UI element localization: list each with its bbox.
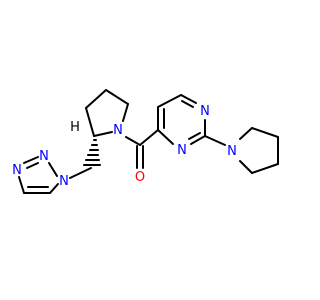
molecule-structure-diagram: N O N N N N N N H	[12, 89, 279, 194]
bond-pyrimidine-n3-c4	[157, 129, 174, 145]
bond-rpyrr-n-c2	[239, 127, 253, 140]
atom-label-n-pyrimidine-3: N	[177, 143, 187, 158]
atom-label-n-pyrrolidine-sub: N	[227, 144, 237, 159]
bond-triazole-n2-n3	[23, 156, 39, 164]
stereo-hashed-bond	[83, 139, 101, 166]
bond-triazole-n3-c4	[18, 176, 25, 194]
bond-c3-c2	[85, 107, 95, 137]
bond-pyrimidine-c2-n3	[190, 135, 206, 145]
bond-pyrimidine-c6-n1-inner	[181, 100, 194, 108]
bond-triazole-c5-n1	[49, 183, 59, 194]
bond-c2-amide-n	[93, 131, 113, 137]
atom-label-n-triazole-1: N	[59, 174, 69, 189]
bond-rpyrr-c2-c3	[251, 127, 279, 138]
atom-label-h-stereo: H	[70, 120, 80, 135]
bond-pyrimidine-c5-c6	[157, 94, 182, 108]
bond-pyrimidine-c2-n3-inner	[188, 132, 201, 140]
atom-label-n-pyrimidine-1: N	[200, 104, 210, 119]
bond-triazole-n2-n3-inner	[26, 162, 39, 169]
bond-amide-n-c5	[122, 103, 129, 122]
atom-label-n-triazole-3: N	[12, 163, 22, 178]
atom-label-n-triazole-2: N	[39, 149, 49, 164]
bonds	[18, 89, 279, 194]
atom-label-o-carbonyl: O	[135, 170, 145, 185]
bond-rpyrr-c4-c5	[251, 163, 279, 174]
bond-rpyrr-c5-n	[239, 160, 253, 174]
atom-labels: N O N N N N N N H	[12, 104, 237, 189]
bond-carbonyl-n-amide	[125, 136, 141, 146]
bond-ch2-triazole	[69, 167, 92, 179]
bond-c4-carbonyl	[139, 129, 159, 146]
bond-pyrimidine-c2-n-pyrrolidine	[204, 135, 226, 146]
bond-c4-c3	[85, 89, 107, 109]
bond-pyrimidine-c6-n1	[180, 94, 197, 104]
bond-triazole-n1-n2	[48, 162, 58, 177]
bond-c5-c4	[105, 89, 129, 105]
atom-label-n-amide: N	[113, 123, 123, 138]
